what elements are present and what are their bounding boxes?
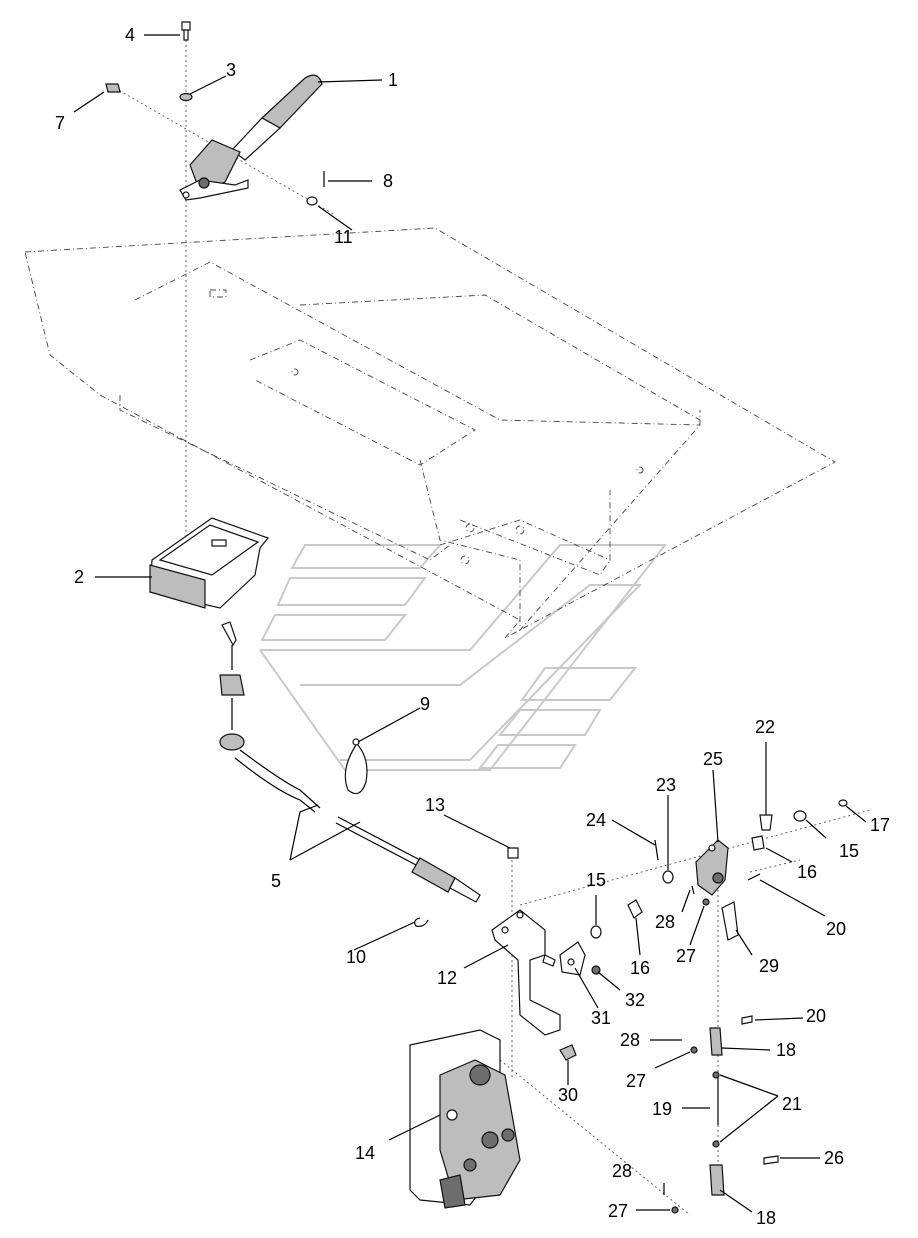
callout-15-right: 15 xyxy=(839,841,859,861)
leader-lines xyxy=(73,34,867,1213)
control-valve xyxy=(409,1029,521,1209)
callout-23: 23 xyxy=(656,775,676,795)
mounting-bracket xyxy=(491,847,561,1036)
callout-14: 14 xyxy=(355,1143,375,1163)
callout-4: 4 xyxy=(125,25,135,45)
callout-27-top: 27 xyxy=(676,946,696,966)
callout-26: 26 xyxy=(824,1148,844,1168)
callout-20-mid: 20 xyxy=(806,1006,826,1026)
bolt xyxy=(559,1044,577,1061)
callout-22: 22 xyxy=(755,717,775,737)
callout-1: 1 xyxy=(388,70,398,90)
callout-labels: 4 3 1 7 8 11 2 9 13 5 10 12 14 30 31 32 … xyxy=(55,25,890,1228)
callout-28-bottom: 28 xyxy=(612,1161,632,1181)
callout-25: 25 xyxy=(703,749,723,769)
callout-8: 8 xyxy=(383,171,393,191)
callout-5: 5 xyxy=(271,871,281,891)
callout-3: 3 xyxy=(226,60,236,80)
callout-12: 12 xyxy=(437,968,457,988)
callout-21: 21 xyxy=(782,1094,802,1114)
hand-lever xyxy=(179,74,323,201)
callout-28-top: 28 xyxy=(655,912,675,932)
callout-24: 24 xyxy=(586,810,606,830)
linkage-parts xyxy=(590,799,848,1214)
clip xyxy=(414,917,429,927)
callout-15-left: 15 xyxy=(586,870,606,890)
callout-16-right: 16 xyxy=(797,862,817,882)
control-cable xyxy=(219,621,481,903)
callout-27-mid: 27 xyxy=(626,1071,646,1091)
bracket xyxy=(149,517,269,609)
callout-13: 13 xyxy=(425,795,445,815)
callout-16-left: 16 xyxy=(630,958,650,978)
callout-29: 29 xyxy=(759,956,779,976)
platform-panel xyxy=(24,227,836,639)
callout-17: 17 xyxy=(870,815,890,835)
callout-18-bottom: 18 xyxy=(756,1208,776,1228)
hardware-top xyxy=(105,21,325,206)
callout-31: 31 xyxy=(591,1008,611,1028)
callout-18-top: 18 xyxy=(776,1040,796,1060)
callout-27-bottom: 27 xyxy=(608,1201,628,1221)
callout-20-top: 20 xyxy=(826,919,846,939)
callout-9: 9 xyxy=(420,694,430,714)
strap xyxy=(344,738,368,795)
callout-11: 11 xyxy=(334,227,353,247)
lever-plate xyxy=(559,941,601,976)
callout-32: 32 xyxy=(625,990,645,1010)
watermark-logo xyxy=(259,544,668,771)
callout-10: 10 xyxy=(346,947,366,967)
callout-30: 30 xyxy=(558,1085,578,1105)
callout-2: 2 xyxy=(74,567,84,587)
callout-7: 7 xyxy=(55,113,65,133)
callout-19: 19 xyxy=(652,1099,672,1119)
callout-28-mid: 28 xyxy=(620,1030,640,1050)
